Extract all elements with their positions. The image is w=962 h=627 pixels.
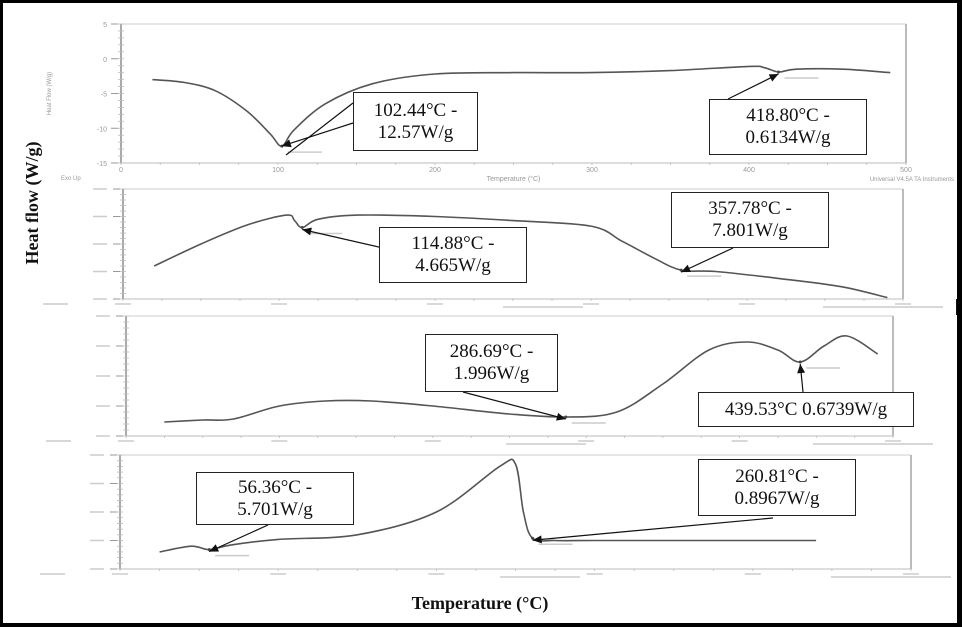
annotation-arrow-shaft	[532, 517, 774, 541]
y-tick-label: -5	[101, 92, 107, 99]
callout-panel2-peak1: 114.88°C - 4.665W/g	[379, 227, 527, 283]
x-axis-label: Temperature (°C)	[411, 593, 549, 613]
callout-line1: 114.88°C -	[411, 233, 495, 254]
panel-x-axis-title: Temperature (°C)	[487, 175, 541, 183]
callout-line1: 260.81°C -	[735, 465, 819, 487]
callout-panel3-peak1: 286.69°C - 1.996W/g	[425, 334, 558, 392]
annotation-arrow-head	[281, 139, 292, 148]
annotation-arrow-shaft	[208, 524, 269, 553]
callout-line1: 439.53°C 0.6739W/g	[724, 398, 888, 420]
annotation-arrow-head	[556, 412, 566, 421]
callout-panel1-peak2: 418.80°C - 0.6134W/g	[709, 99, 867, 155]
callout-panel4-peak2: 260.81°C - 0.8967W/g	[698, 459, 856, 516]
annotation-arrow-shaft	[302, 228, 384, 249]
series-line	[159, 458, 817, 553]
annotation-point	[531, 536, 535, 540]
y-axis-label: Heat flow (W/g)	[22, 141, 42, 265]
series-line	[153, 214, 888, 299]
callout-line1: 357.78°C -	[708, 198, 792, 219]
callout-panel4-peak1: 56.36°C - 5.701W/g	[196, 472, 354, 525]
y-tick-label: 0	[103, 57, 107, 64]
annotation-arrow-head	[681, 264, 691, 273]
y-tick-label: -15	[97, 161, 107, 168]
x-tick-label: 200	[429, 167, 441, 174]
annotation-arrow-shaft	[285, 102, 354, 156]
callout-panel2-peak2: 357.78°C - 7.801W/g	[671, 192, 829, 248]
annotation-arrow-shaft	[680, 247, 734, 273]
callout-line2: 12.57W/g	[377, 121, 454, 143]
x-tick-label: 100	[272, 167, 284, 174]
y-tick-label: 5	[103, 22, 107, 29]
x-tick-label: 400	[743, 167, 755, 174]
x-tick-label: 0	[119, 167, 123, 174]
annotation-point	[564, 415, 568, 419]
footer-left-label: Exo Up	[61, 176, 81, 182]
callout-line1: 102.44°C -	[373, 99, 458, 121]
footer-right-label: Universal V4.5A TA Instruments	[870, 177, 954, 183]
callout-panel3-peak2: 439.53°C 0.6739W/g	[698, 392, 914, 427]
annotation-point	[777, 70, 781, 74]
x-tick-label: 300	[586, 167, 598, 174]
annotation-arrow-head	[209, 544, 220, 552]
annotation-arrow-head	[532, 535, 542, 544]
callout-line2: 7.801W/g	[712, 220, 788, 241]
callout-line1: 286.69°C -	[449, 341, 534, 362]
annotation-arrow-shaft	[281, 122, 354, 147]
callout-line2: 1.996W/g	[453, 363, 530, 384]
callout-line2: 5.701W/g	[237, 498, 313, 520]
y-tick-label: -10	[97, 126, 107, 133]
callout-panel1-peak1: 102.44°C - 12.57W/g	[353, 92, 478, 151]
annotation-arrow-head	[797, 364, 806, 374]
annotation-point	[207, 548, 211, 552]
callout-line1: 56.36°C -	[237, 476, 313, 498]
panel-y-axis-title: Heat Flow (W/g)	[47, 72, 53, 115]
callout-line2: 0.8967W/g	[734, 487, 820, 509]
annotation-arrow-head	[302, 227, 312, 236]
annotation-arrow-shaft	[727, 73, 779, 100]
annotation-point	[679, 268, 683, 272]
annotation-arrow-shaft	[462, 391, 566, 420]
annotation-point	[300, 226, 304, 229]
callout-line1: 418.80°C -	[746, 105, 830, 126]
annotation-arrow-head	[768, 73, 779, 82]
annotation-point	[798, 360, 802, 364]
callout-line2: 4.665W/g	[415, 255, 491, 276]
x-tick-label: 500	[900, 167, 912, 174]
callout-line2: 0.6134W/g	[745, 127, 831, 148]
